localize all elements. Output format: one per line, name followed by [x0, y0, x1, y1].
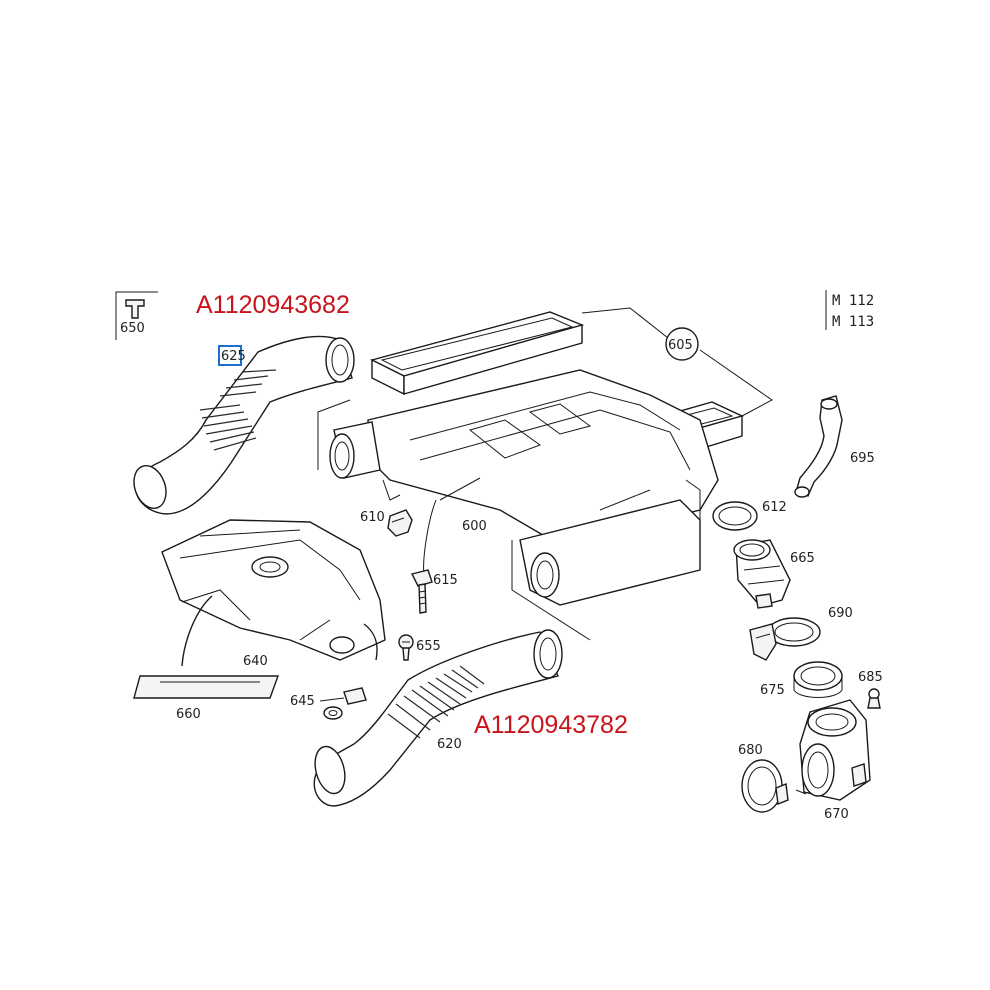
engine-model-2: M 113	[832, 314, 874, 330]
callout-640: 640	[243, 654, 268, 669]
callout-665: 665	[790, 551, 815, 566]
callout-615: 615	[433, 573, 458, 588]
callout-690: 690	[828, 606, 853, 621]
callout-695: 695	[850, 451, 875, 466]
throttle-body-670	[795, 699, 871, 801]
intake-hose-625	[133, 335, 355, 515]
callout-680: 680	[738, 743, 763, 758]
callout-605: 605	[668, 338, 693, 353]
sensor-685	[867, 688, 881, 709]
seal-strip-660	[133, 675, 279, 699]
seal-ring-612	[712, 501, 758, 531]
callout-650: 650	[120, 321, 145, 336]
intake-hose-620	[313, 623, 563, 807]
part-number-upper-hose: A1120943682	[196, 291, 350, 319]
clip-645	[319, 687, 367, 720]
clamp-ring-680	[741, 759, 789, 813]
highlight-box-625	[218, 345, 242, 366]
engine-model-1: M 112	[832, 293, 874, 309]
air-mass-sensor-665	[733, 539, 791, 609]
engine-model-box: M 112 M 113	[825, 290, 874, 330]
callout-610: 610	[360, 510, 385, 525]
callout-625: 625	[221, 349, 246, 364]
callout-620: 620	[437, 737, 462, 752]
cover-640	[161, 519, 386, 667]
vent-hose-695	[794, 395, 843, 498]
air-filter-housing-600	[317, 369, 719, 641]
bolt-615	[410, 569, 433, 614]
bolt-650	[115, 291, 158, 340]
callout-612: 612	[762, 500, 787, 515]
hose-clamp-690	[749, 617, 821, 661]
callout-675: 675	[760, 683, 785, 698]
part-number-lower-hose: A1120943782	[474, 711, 628, 739]
callout-600: 600	[462, 519, 487, 534]
coupling-ring-675	[793, 661, 843, 698]
clip-610	[387, 509, 413, 537]
callout-645: 645	[290, 694, 315, 709]
callout-685: 685	[858, 670, 883, 685]
callout-660: 660	[176, 707, 201, 722]
callout-670: 670	[824, 807, 849, 822]
screw-655	[398, 634, 414, 661]
callout-655: 655	[416, 639, 441, 654]
